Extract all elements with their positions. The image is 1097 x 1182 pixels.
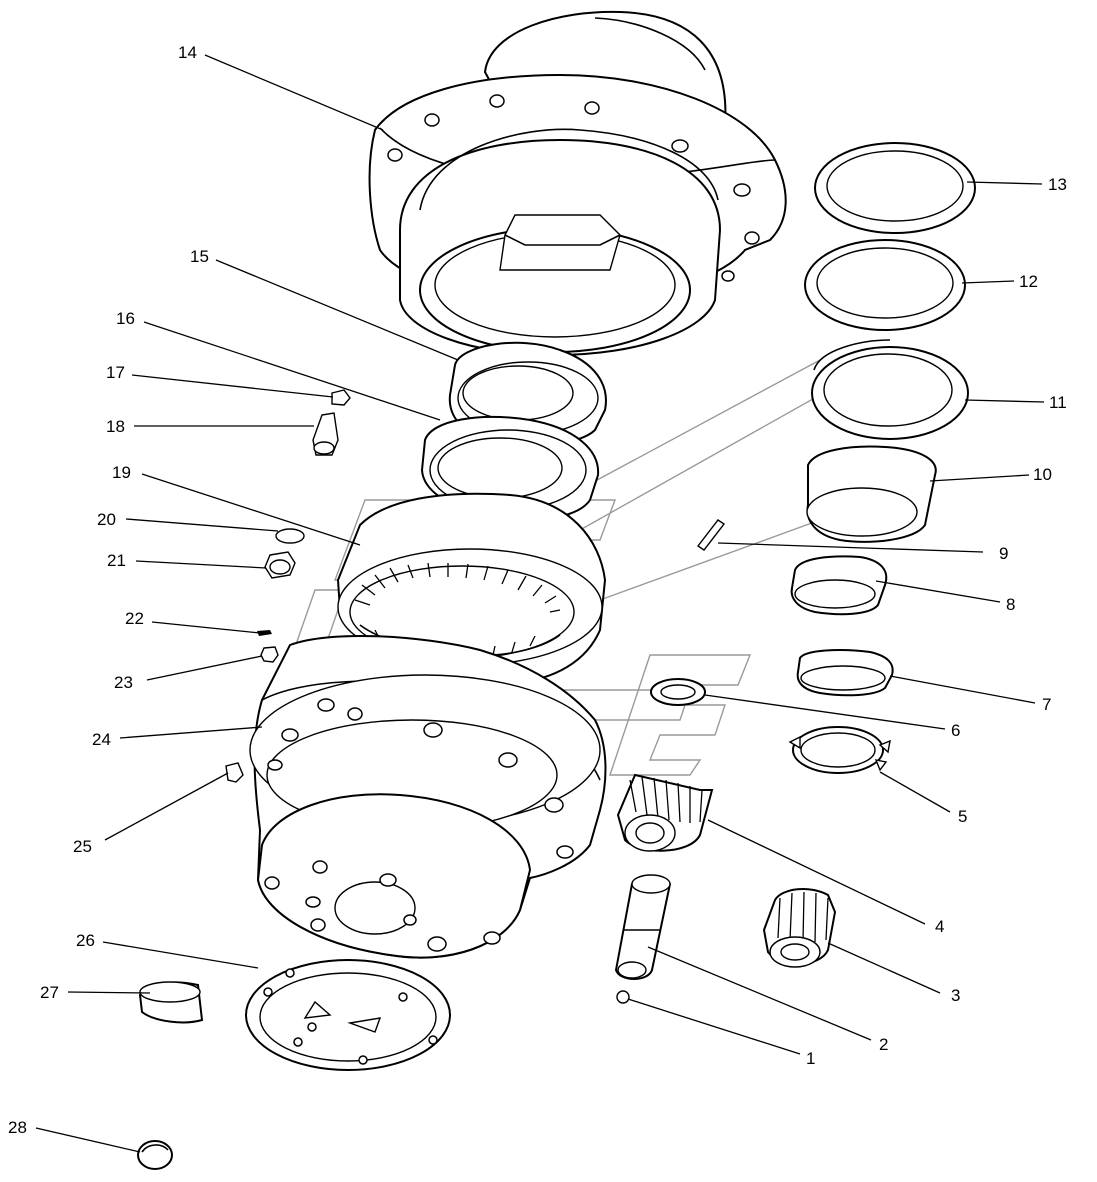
label-12: 12 <box>1019 272 1038 291</box>
label-23: 23 <box>114 673 133 692</box>
label-27: 27 <box>40 983 59 1002</box>
part-13-seal-ring <box>814 142 976 234</box>
part-1-ball <box>616 990 630 1004</box>
part-6-washer <box>650 678 706 706</box>
label-5: 5 <box>958 807 967 826</box>
label-18: 18 <box>106 417 125 436</box>
label-17: 17 <box>106 363 125 382</box>
part-7-bushing <box>796 649 894 697</box>
label-3: 3 <box>951 986 960 1005</box>
part-11-bearing-cup <box>811 339 969 440</box>
part-24-wheel-hub <box>249 634 607 959</box>
part-27-seal <box>138 981 204 1024</box>
part-18-plug <box>312 412 339 456</box>
part-23-nut <box>260 646 279 663</box>
label-1: 1 <box>806 1049 815 1068</box>
label-13: 13 <box>1048 175 1067 194</box>
part-5-thrust-washer <box>788 726 891 774</box>
label-20: 20 <box>97 510 116 529</box>
part-17-nut <box>331 389 351 406</box>
part-4-planet-gear <box>616 773 714 852</box>
label-25: 25 <box>73 837 92 856</box>
part-21-nut <box>264 551 296 579</box>
label-7: 7 <box>1042 695 1051 714</box>
label-26: 26 <box>76 931 95 950</box>
part-14-hub-housing <box>368 10 787 357</box>
label-4: 4 <box>935 917 944 936</box>
label-22: 22 <box>125 609 144 628</box>
part-28-cap <box>137 1140 173 1170</box>
label-14: 14 <box>178 43 197 62</box>
part-25-plug <box>225 762 244 783</box>
part-26-cover-plate <box>245 959 451 1071</box>
part-12-seal-ring <box>804 239 966 331</box>
label-10: 10 <box>1033 465 1052 484</box>
part-20-o-ring <box>275 528 305 544</box>
part-8-bushing <box>790 555 888 616</box>
label-21: 21 <box>107 551 126 570</box>
label-9: 9 <box>999 544 1008 563</box>
label-24: 24 <box>92 730 111 749</box>
label-15: 15 <box>190 247 209 266</box>
label-6: 6 <box>951 721 960 740</box>
label-28: 28 <box>8 1118 27 1137</box>
part-9-pin <box>696 519 726 551</box>
label-8: 8 <box>1006 595 1015 614</box>
part-2-planet-shaft <box>614 874 672 980</box>
part-10-bearing-cone <box>806 445 937 543</box>
part-3-gear <box>762 888 837 968</box>
part-19-ring-gear <box>336 492 607 684</box>
label-11: 11 <box>1049 393 1067 412</box>
label-16: 16 <box>116 309 135 328</box>
label-19: 19 <box>112 463 131 482</box>
leader-lines <box>35 54 1045 1153</box>
part-number-labels: 1 2 3 4 5 6 7 8 9 10 11 12 13 14 15 16 1… <box>8 43 1067 1137</box>
part-22-bolt <box>257 630 272 636</box>
label-2: 2 <box>879 1035 888 1054</box>
